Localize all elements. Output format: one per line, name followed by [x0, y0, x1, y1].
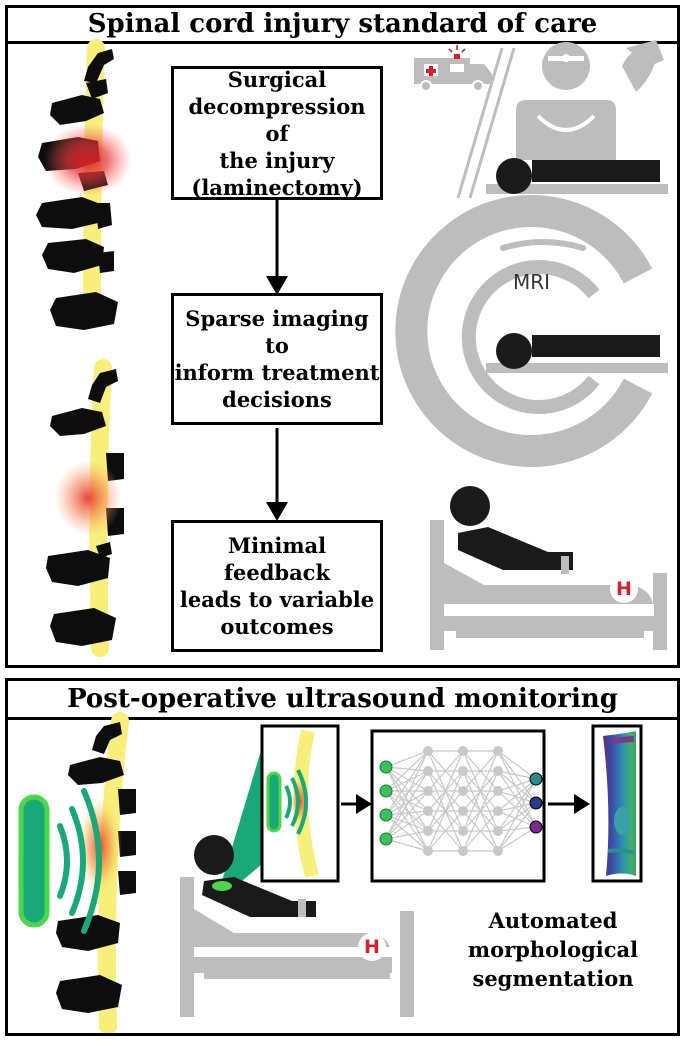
flow-step-minimal-feedback: Minimal feedback leads to variable outco… [171, 520, 383, 652]
surgeon-icon [516, 42, 616, 160]
flow-step-sparse-imaging: Sparse imaging to inform treatment decis… [171, 293, 383, 425]
ultrasound-pipeline-illustration [18, 712, 643, 1033]
injured-spine-lower-icon [46, 359, 124, 657]
standard-of-care-panel: Spinal cord injury standard of care [5, 5, 680, 668]
mri-label: MRI [513, 270, 551, 294]
ultrasound-monitoring-title: Post-operative ultrasound monitoring [8, 681, 677, 720]
surgery-patient-icon [496, 158, 660, 194]
standard-of-care-title: Spinal cord injury standard of care [8, 8, 677, 44]
pipeline-arrow-2 [548, 794, 590, 814]
ultrasound-monitoring-panel: Post-operative ultrasound monitoring [5, 678, 680, 1036]
segmentation-caption: Automated morphological segmentation [467, 908, 639, 991]
flow-arrow-1 [266, 200, 288, 295]
monitored-spine-icon [56, 712, 136, 1033]
standard-of-care-illustration [36, 39, 668, 657]
flow-step-surgical-decompression: Surgical decompression of the injury (la… [171, 66, 383, 200]
hospital-badge-bottom: H [358, 933, 386, 961]
neural-network-icon [370, 729, 546, 883]
operating-lamp-icon [622, 40, 664, 92]
bedside-ultrasound-icon [180, 727, 414, 1017]
flow-arrow-2 [266, 428, 288, 521]
ambulance-icon [414, 45, 492, 92]
hospital-badge-top: H [610, 575, 638, 603]
mri-scanner-icon [395, 195, 668, 467]
ultrasound-image-icon [260, 724, 340, 883]
hospital-bed-icon [430, 486, 667, 650]
injured-spine-upper-icon [36, 39, 132, 330]
ultrasound-probe-icon [18, 788, 102, 934]
segmentation-image-icon [591, 724, 643, 883]
pipeline-arrow-1 [341, 794, 372, 814]
